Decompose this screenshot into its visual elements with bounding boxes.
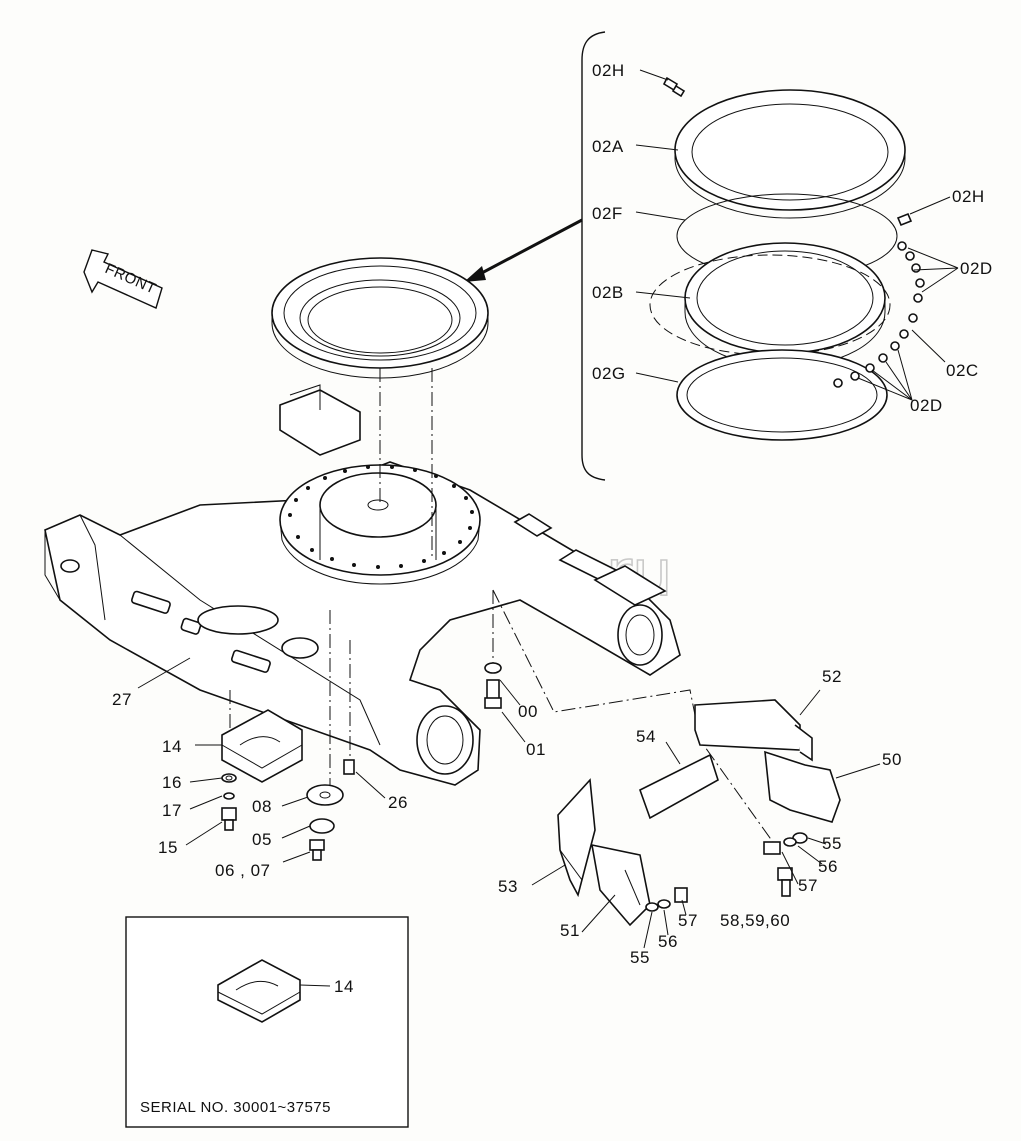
ring-bolt-holes [288, 465, 474, 569]
guard-51 [591, 843, 651, 927]
callout-27: 27 [112, 690, 132, 709]
inset-cap-14 [217, 959, 301, 1023]
bearing-outer-race-02A [674, 89, 906, 219]
bolt-01 [484, 679, 502, 709]
track-frame-27 [44, 384, 681, 786]
callout-02H-right: 02H [952, 187, 985, 206]
front-arrow: FRONT [83, 249, 163, 309]
callout-02A: 02A [592, 137, 624, 156]
fitting-26 [343, 759, 355, 775]
callout-00: 00 [518, 702, 538, 721]
guard-53 [557, 778, 596, 898]
callout-53: 53 [498, 877, 518, 896]
callout-51: 51 [560, 921, 580, 940]
callout-15: 15 [158, 838, 178, 857]
swing-ring-mount [279, 464, 481, 585]
fasteners-bottom [645, 887, 688, 912]
shim-05 [309, 818, 335, 834]
callout-57-right: 57 [798, 876, 818, 895]
callout-06-07: 06 , 07 [215, 861, 271, 880]
guard-52 [694, 699, 813, 762]
leader-lines [137, 69, 959, 987]
callout-56-right: 56 [818, 857, 838, 876]
callout-55-right: 55 [822, 834, 842, 853]
exploded-arrowhead [464, 266, 486, 282]
callout-17: 17 [162, 801, 182, 820]
callouts: 02H 02A 02F 02B 02G 02H 02D 02C 02D 27 0… [112, 61, 993, 1116]
callout-02F: 02F [592, 204, 623, 223]
guard-54 [639, 753, 719, 820]
washer-17 [223, 792, 235, 800]
grease-fitting-top [662, 76, 686, 98]
callout-05: 05 [252, 830, 272, 849]
seal-02G-inner [686, 357, 878, 433]
swing-bearing [271, 257, 489, 379]
callout-02B: 02B [592, 283, 624, 302]
callout-08: 08 [252, 797, 272, 816]
callout-50: 50 [882, 750, 902, 769]
exploded-bracket [581, 31, 606, 481]
callout-54: 54 [636, 727, 656, 746]
callout-52: 52 [822, 667, 842, 686]
callout-58-59-60: 58,59,60 [720, 911, 790, 930]
callout-02G: 02G [592, 364, 626, 383]
grease-fitting-right [896, 212, 913, 227]
rollers-02D [833, 241, 925, 388]
serial-number-note: SERIAL NO. 30001~37575 [140, 1099, 331, 1116]
callout-14-inset: 14 [334, 977, 354, 996]
guard-50 [764, 750, 841, 823]
bearing-inner-race-02B [684, 242, 886, 368]
callout-01: 01 [526, 740, 546, 759]
washer-00 [484, 662, 502, 674]
washer-16 [221, 773, 237, 783]
exploded-leader [477, 218, 583, 277]
bolt-15 [221, 807, 237, 831]
callout-57-bottom: 57 [678, 911, 698, 930]
callout-02H-top: 02H [592, 61, 625, 80]
seal-02G [676, 349, 888, 441]
callout-16: 16 [162, 773, 182, 792]
plate-08 [306, 784, 344, 806]
callout-56-bottom: 56 [658, 932, 678, 951]
serial-inset [125, 916, 409, 1128]
callout-02D-top: 02D [960, 259, 993, 278]
callout-26: 26 [388, 793, 408, 812]
cap-14 [221, 709, 303, 783]
callout-02C: 02C [946, 361, 979, 380]
callout-02D-bottom: 02D [910, 396, 943, 415]
callout-55-bottom: 55 [630, 948, 650, 967]
callout-14: 14 [162, 737, 182, 756]
bolt-06-07 [309, 839, 325, 861]
fasteners-right [763, 832, 808, 897]
guide-lines [229, 368, 776, 846]
